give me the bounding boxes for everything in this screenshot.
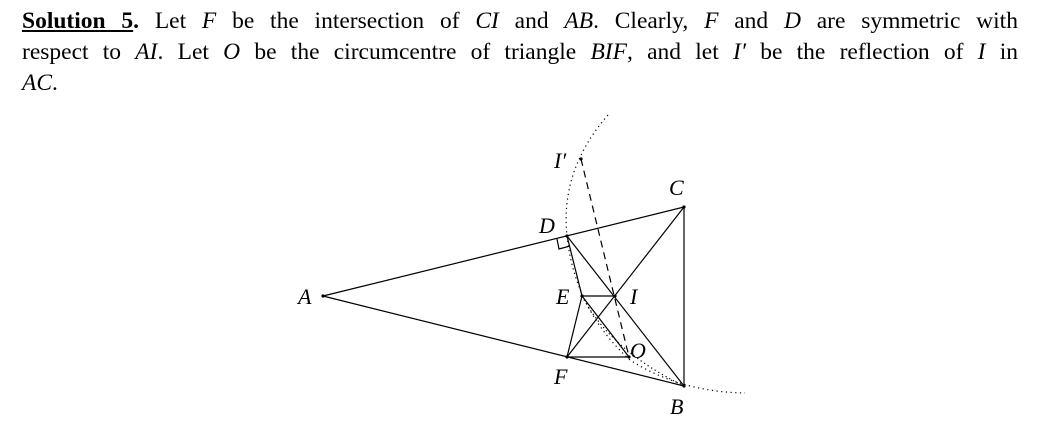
- math-symbol: AI: [135, 39, 158, 65]
- point-A: [321, 294, 325, 298]
- text-segment: Let: [154, 8, 202, 34]
- text-segment: . Let: [157, 39, 224, 65]
- math-symbol: AB: [564, 8, 594, 34]
- math-symbol: I′: [733, 39, 746, 65]
- text-segment: , and let: [626, 39, 733, 65]
- text-segment: in: [985, 39, 1018, 65]
- text-line: AC.: [22, 68, 1018, 99]
- text-segment: . Clearly,: [593, 8, 705, 34]
- label-F: F: [553, 364, 568, 389]
- segment-AB: [322, 295, 685, 387]
- text-line: respect to AI. Let O be the circumcentre…: [22, 37, 1018, 68]
- math-symbol: I: [977, 39, 986, 65]
- text-segment: respect to: [22, 39, 136, 65]
- point-O: [627, 355, 631, 359]
- segment-DB: [566, 235, 685, 387]
- dashed-segment-Iprime-O: [580, 158, 630, 358]
- label-D: D: [538, 213, 555, 238]
- math-symbol: BIF: [590, 39, 627, 65]
- label-B: B: [670, 394, 683, 419]
- text-line: Solution 5. Let F be the intersection of…: [22, 6, 1018, 37]
- text-segment: be the circumcentre of triangle: [240, 39, 591, 65]
- label-I: I: [629, 284, 639, 309]
- right-angle-marker: [556, 238, 571, 250]
- math-symbol: D: [783, 8, 801, 34]
- dotted-arc-EB: [581, 295, 685, 387]
- math-symbol: AC: [22, 70, 53, 96]
- math-symbol: F: [201, 8, 217, 34]
- point-Iprime: [579, 157, 583, 161]
- segment-EO: [581, 295, 630, 358]
- point-C: [682, 205, 686, 209]
- math-symbol: F: [704, 8, 719, 34]
- point-D: [565, 234, 569, 238]
- label-O: O: [630, 338, 646, 363]
- point-F: [565, 355, 569, 359]
- dotted-arc: [565, 114, 746, 394]
- text-segment: are symmetric with: [800, 8, 1018, 34]
- text-segment: .: [52, 70, 58, 96]
- segment-AC: [322, 206, 685, 297]
- solution-paragraph: Solution 5. Let F be the intersection of…: [22, 6, 1018, 99]
- label-A: A: [296, 284, 312, 309]
- label-C: C: [669, 175, 684, 200]
- segment-EF: [566, 295, 583, 358]
- math-symbol: O: [223, 39, 241, 65]
- text-segment: be the intersection of: [216, 8, 476, 34]
- solution-heading: Solution 5: [22, 8, 134, 34]
- solution-heading: .: [133, 8, 155, 34]
- point-E: [580, 294, 584, 298]
- text-segment: and: [498, 8, 565, 34]
- label-Iprime: I′: [553, 148, 567, 173]
- text-segment: and: [718, 8, 784, 34]
- segment-CF: [566, 206, 685, 358]
- point-I: [613, 294, 617, 298]
- point-B: [682, 384, 686, 388]
- math-symbol: CI: [475, 8, 499, 34]
- label-E: E: [555, 284, 570, 309]
- text-segment: be the reflection of: [745, 39, 978, 65]
